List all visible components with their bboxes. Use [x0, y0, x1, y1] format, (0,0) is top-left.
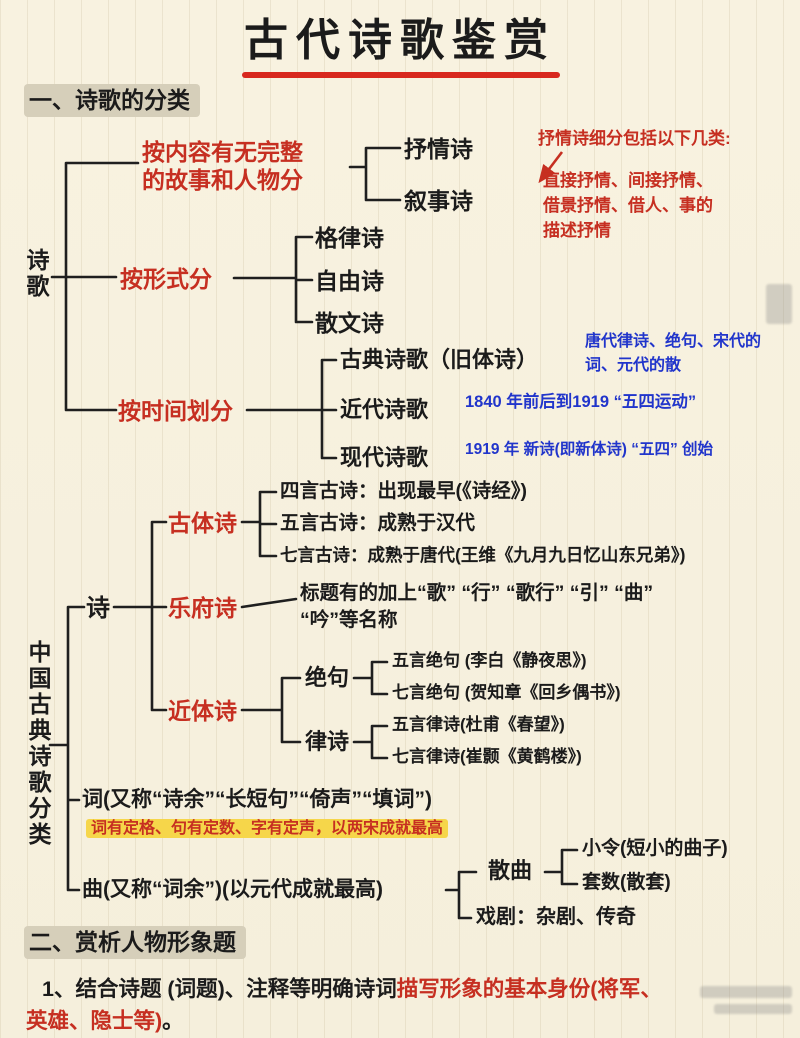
guti-child-2: 五言古诗：成熟于汉代 — [280, 512, 476, 534]
page-title: 古代诗歌鉴赏 — [244, 16, 556, 65]
modern-era-poetry-node: 近代诗歌 — [340, 397, 429, 422]
title-underline — [242, 72, 560, 78]
classical-note-line2: 词、元代的散 — [585, 357, 682, 374]
lyric-note-line3: 描述抒情 — [543, 221, 611, 240]
prose-poetry-node: 散文诗 — [315, 310, 384, 336]
sanqu-node: 散曲 — [488, 858, 533, 883]
tree1-root: 诗歌 — [23, 248, 50, 300]
lvshi-node: 律诗 — [305, 729, 350, 754]
tree2-trunk-line — [48, 605, 86, 892]
section-2-heading: 二、赏析人物形象题 — [24, 926, 246, 959]
lyric-note-line2: 借景抒情、借人、事的 — [543, 196, 713, 215]
jinti-bracket — [240, 676, 302, 744]
xiju-node: 戏剧：杂剧、传奇 — [476, 906, 636, 928]
content-branch-label: 按内容有无完整 的故事和人物分 — [142, 138, 303, 194]
sanqu-child-2: 套数(散套) — [582, 872, 671, 893]
jinti-node: 近体诗 — [168, 698, 237, 724]
yuefu-node: 乐府诗 — [168, 595, 237, 621]
section-1-label: 一、诗歌的分类 — [24, 84, 200, 117]
contemporary-poetry-node: 现代诗歌 — [340, 445, 429, 470]
sanqu-bracket — [543, 848, 579, 886]
metrical-poetry-node: 格律诗 — [315, 225, 384, 251]
yuefu-note-1: 标题有的加上“歌” “行” “歌行” “引” “曲” — [300, 582, 654, 604]
bottom-paragraph-line1: 1、结合诗题 (词题)、注释等明确诗词描写形象的基本身份(将军、 — [42, 976, 662, 1002]
time-branch-label: 按时间划分 — [118, 398, 233, 424]
time-branch-bracket — [245, 358, 338, 460]
jueju-child-2: 七言绝句 (贺知章《回乡偶书》) — [392, 683, 621, 702]
narrative-poetry-node: 叙事诗 — [404, 188, 473, 214]
qu-bracket — [444, 870, 478, 920]
bottom-paragraph-line2: 英雄、隐士等)。 — [26, 1008, 184, 1034]
content-branch-line1: 按内容有无完整 — [142, 139, 303, 165]
classical-note-line1: 唐代律诗、绝句、宋代的 — [585, 333, 762, 350]
jueju-bracket — [352, 660, 389, 696]
guti-child-1: 四言古诗：出现最早(《诗经》) — [280, 480, 527, 502]
jueju-node: 绝句 — [305, 665, 350, 690]
lvshi-child-1: 五言律诗(杜甫《春望》) — [392, 715, 565, 734]
lyric-poetry-node: 抒情诗 — [404, 136, 473, 162]
section-1-heading: 一、诗歌的分类 — [24, 84, 200, 117]
section-2-label: 二、赏析人物形象题 — [24, 926, 246, 959]
classical-poetry-node: 古典诗歌（旧体诗） — [340, 347, 539, 372]
form-branch-label: 按形式分 — [120, 266, 212, 292]
ci-node: 词(又称“诗余”“长短句”“倚声”“填词”) — [82, 788, 432, 811]
tree1-trunk-line — [50, 161, 140, 412]
bottom-line2-black: 。 — [162, 1009, 184, 1033]
tree2-root: 中国古典诗歌分类 — [25, 640, 52, 848]
bottom-line2-red: 英雄、隐士等) — [26, 1009, 163, 1033]
yuefu-connector — [240, 597, 298, 609]
yuefu-note-2: “吟”等名称 — [300, 609, 398, 631]
content-branch-bracket — [348, 146, 402, 202]
watermark-side — [766, 284, 792, 324]
bottom-line1-red: 描写形象的基本身份(将军、 — [396, 977, 662, 1001]
shi-bracket — [112, 520, 168, 712]
jueju-child-1: 五言绝句 (李白《静夜思》) — [392, 651, 587, 670]
sanqu-child-1: 小令(短小的曲子) — [582, 838, 728, 859]
bottom-line1-black: 1、结合诗题 (词题)、注释等明确诗词 — [42, 977, 397, 1001]
note-1919: 1919 年 新诗(即新体诗) “五四” 创始 — [465, 441, 714, 458]
lvshi-child-2: 七言律诗(崔颢《黄鹤楼》) — [392, 747, 582, 766]
lyric-note-line1: 直接抒情、间接抒情、 — [543, 171, 713, 190]
guti-bracket — [240, 490, 278, 558]
watermark — [714, 1004, 792, 1014]
shi-node: 诗 — [86, 595, 110, 622]
qu-node: 曲(又称“词余”)(以元代成就最高) — [82, 878, 383, 901]
lyric-note-arrow-icon — [538, 151, 564, 184]
note-1840: 1840 年前后到1919 “五四运动” — [465, 393, 697, 411]
watermark — [700, 986, 792, 998]
free-verse-node: 自由诗 — [315, 268, 384, 294]
content-branch-line2: 的故事和人物分 — [142, 167, 303, 194]
form-branch-bracket — [232, 235, 314, 324]
guti-child-3: 七言古诗：成熟于唐代(王维《九月九日忆山东兄弟》) — [280, 545, 686, 565]
ci-note: 词有定格、句有定数、字有定声，以两宋成就最高 — [86, 819, 449, 839]
ci-note-text: 词有定格、句有定数、字有定声，以两宋成就最高 — [86, 819, 449, 838]
lyric-note-heading: 抒情诗细分包括以下几类: — [538, 129, 731, 148]
guti-node: 古体诗 — [168, 510, 237, 536]
lvshi-bracket — [352, 724, 389, 760]
